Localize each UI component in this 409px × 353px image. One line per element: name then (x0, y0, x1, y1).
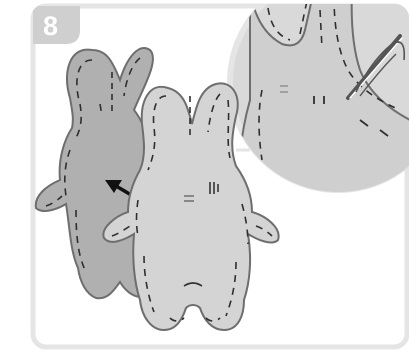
front-bunny-piece (102, 82, 280, 332)
step-number: 8 (43, 11, 58, 41)
zoom-magnifier (227, 4, 409, 193)
face-stitches (184, 182, 219, 202)
zoom-stitches (258, 4, 401, 161)
needle-icon (346, 34, 406, 100)
step-badge: 8 (33, 6, 80, 44)
zoom-small-stitches (280, 85, 389, 137)
